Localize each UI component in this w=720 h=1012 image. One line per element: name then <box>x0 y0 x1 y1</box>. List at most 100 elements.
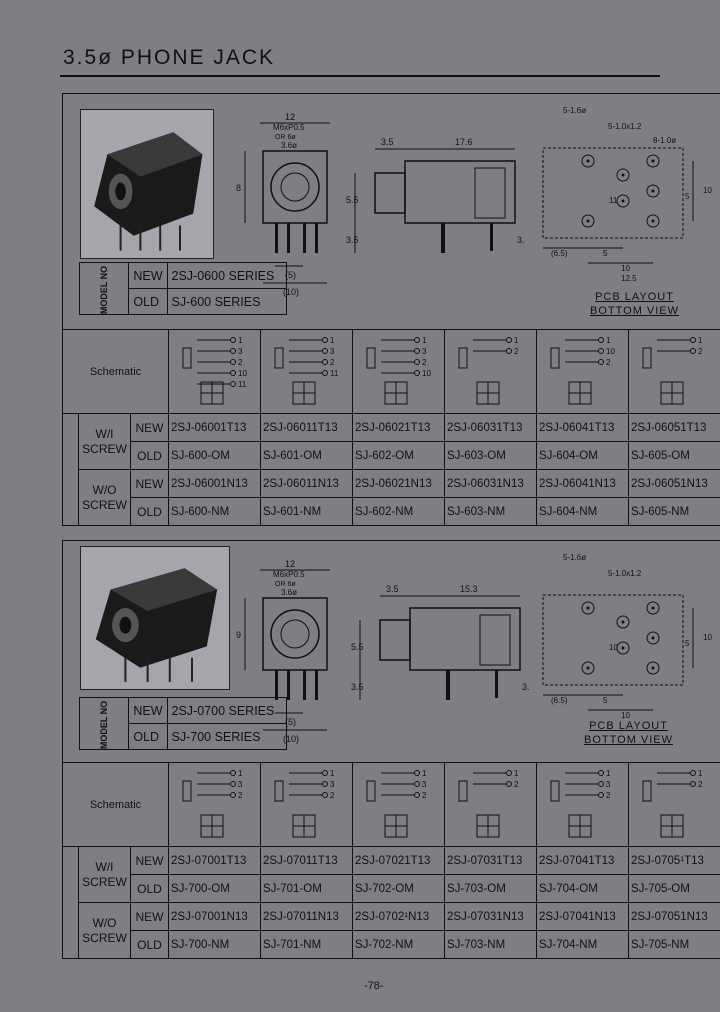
dim-d11: 10 <box>609 643 618 652</box>
dim-h1: 5.5 <box>346 195 359 205</box>
schematic-diagram-icon: 12 <box>642 336 703 405</box>
dim-bore: 3.6ø <box>281 141 297 150</box>
revision-label: OLD <box>129 874 170 903</box>
schematic-pin-label: 2 <box>422 358 427 367</box>
part-number-cell: SJ-601-NM <box>260 497 354 526</box>
schematic-pin-label: 1 <box>330 769 335 778</box>
dim-pin-pitch: (5) <box>285 270 296 280</box>
part-number-cell: SJ-600-NM <box>168 497 262 526</box>
schematic-pin-label: 2 <box>606 791 611 800</box>
schematic-pin-label: 11 <box>330 369 339 378</box>
dim-h2: 3.5 <box>346 235 359 245</box>
part-number-cell: 2SJ-07041N13 <box>536 902 630 931</box>
part-number-cell: 2SJ-07021T13 <box>352 846 446 875</box>
revision-label: NEW <box>129 469 170 498</box>
model-number-table: Schematic1321321321213212Model No.W/ISCR… <box>61 762 720 959</box>
schematic-pin-label: 3 <box>330 780 335 789</box>
part-number-cell: 2SJ-06041N13 <box>536 469 630 498</box>
part-number-cell: SJ-701-OM <box>260 874 354 903</box>
dim-d10v: 10 <box>703 633 712 642</box>
schematic-label: Schematic <box>61 762 170 847</box>
pcb-label-line: PCB LAYOUT <box>589 720 668 732</box>
screw-group-label: W/I <box>95 426 114 441</box>
table-row: Model No.W/ISCREWNEW2SJ-07001T132SJ-0701… <box>62 846 720 959</box>
schematic-pin-label: 2 <box>238 791 243 800</box>
dim-pin: 3.5 <box>517 235 525 245</box>
schematic-pin-label: 2 <box>514 780 519 789</box>
dim-pin-pitch: (5) <box>285 717 296 727</box>
page-title: 3.5ø PHONE JACK <box>63 46 276 69</box>
schematic-pin-label: 2 <box>514 347 519 356</box>
schematic-pin-label: 1 <box>330 336 335 345</box>
part-number-cell: 2SJ-06011N13 <box>260 469 354 498</box>
schematic-pin-label: 3 <box>422 347 427 356</box>
screw-group-label: SCREW <box>82 874 127 889</box>
part-number-cell: SJ-600-OM <box>168 441 262 470</box>
part-number-cell: 2SJ-07041T13 <box>536 846 630 875</box>
part-number-cell: SJ-605-OM <box>628 441 720 470</box>
dim-length: 17.6 <box>455 137 473 147</box>
part-number-cell: 2SJ-07001T13 <box>168 846 262 875</box>
part-number-cell: 2SJ-07011N13 <box>260 902 354 931</box>
dim-h1: 5.5 <box>351 642 364 652</box>
dim-pin-span: (10) <box>283 287 299 297</box>
schematic-pin-label: 10 <box>606 347 615 356</box>
schematic-diagram-icon: 132 <box>550 769 611 838</box>
dim-d10h: 10 <box>621 711 630 720</box>
part-number-cell: 2SJ-06051T13 <box>628 413 720 442</box>
model-number-table: Schematic1321011132111321012110212Model … <box>61 329 720 526</box>
revision-label: NEW <box>129 413 170 442</box>
schematic-pin-label: 1 <box>238 336 243 345</box>
dim-d10v: 10 <box>703 186 712 195</box>
dim-pin: 3.5 <box>522 682 530 692</box>
dim-width: 12 <box>285 559 295 569</box>
schematic-pin-label: 3 <box>330 347 335 356</box>
part-number-cell: 2SJ-06021N13 <box>352 469 446 498</box>
revision-label: NEW <box>129 902 170 931</box>
model-no-header: Model No. <box>62 846 79 959</box>
schematic-pin-label: 1 <box>698 336 703 345</box>
schematic-pin-label: 2 <box>422 791 427 800</box>
schematic-diagram-icon: 132 <box>366 769 427 838</box>
revision-label: NEW <box>129 846 170 875</box>
dim-d5h: 5 <box>603 249 608 258</box>
dim-or: OR 6ø <box>275 581 296 588</box>
schematic-pin-label: 2 <box>330 358 335 367</box>
screw-group-label: W/I <box>95 859 114 874</box>
model-old-label: OLD <box>128 723 168 750</box>
dim-hole5: 5-1.6ø <box>563 106 586 115</box>
dim-thread: M6xP0.5 <box>273 123 305 132</box>
part-number-cell: 2SJ-07031T13 <box>444 846 538 875</box>
model-header-label: MODEL NO <box>99 265 110 314</box>
part-number-cell: SJ-702-OM <box>352 874 446 903</box>
part-number-cell: 2SJ-06021T13 <box>352 413 446 442</box>
schematic-pin-label: 2 <box>606 358 611 367</box>
part-number-cell: SJ-603-OM <box>444 441 538 470</box>
dim-d10h: 10 <box>621 264 630 273</box>
side-view-drawing: 3.517.65.53.53.5 <box>346 137 525 253</box>
dim-or: OR 6ø <box>275 134 296 141</box>
part-number-cell: 2SJ-06001T13 <box>168 413 262 442</box>
dim-width: 12 <box>285 112 295 122</box>
part-number-cell: SJ-602-OM <box>352 441 446 470</box>
part-number-cell: 2SJ-06041T13 <box>536 413 630 442</box>
screw-group-label: SCREW <box>82 930 127 945</box>
dim-d11: 11 <box>609 196 618 205</box>
screw-group-label: SCREW <box>82 497 127 512</box>
schematic-pin-label: 1 <box>606 769 611 778</box>
model-old-value: SJ-600 SERIES <box>166 288 287 315</box>
schematic-diagram-icon: 12 <box>458 336 519 405</box>
dim-thread: M6xP0.5 <box>273 570 305 579</box>
pcb-label-line: BOTTOM VIEW <box>590 305 680 317</box>
schematic-pin-label: 1 <box>238 769 243 778</box>
